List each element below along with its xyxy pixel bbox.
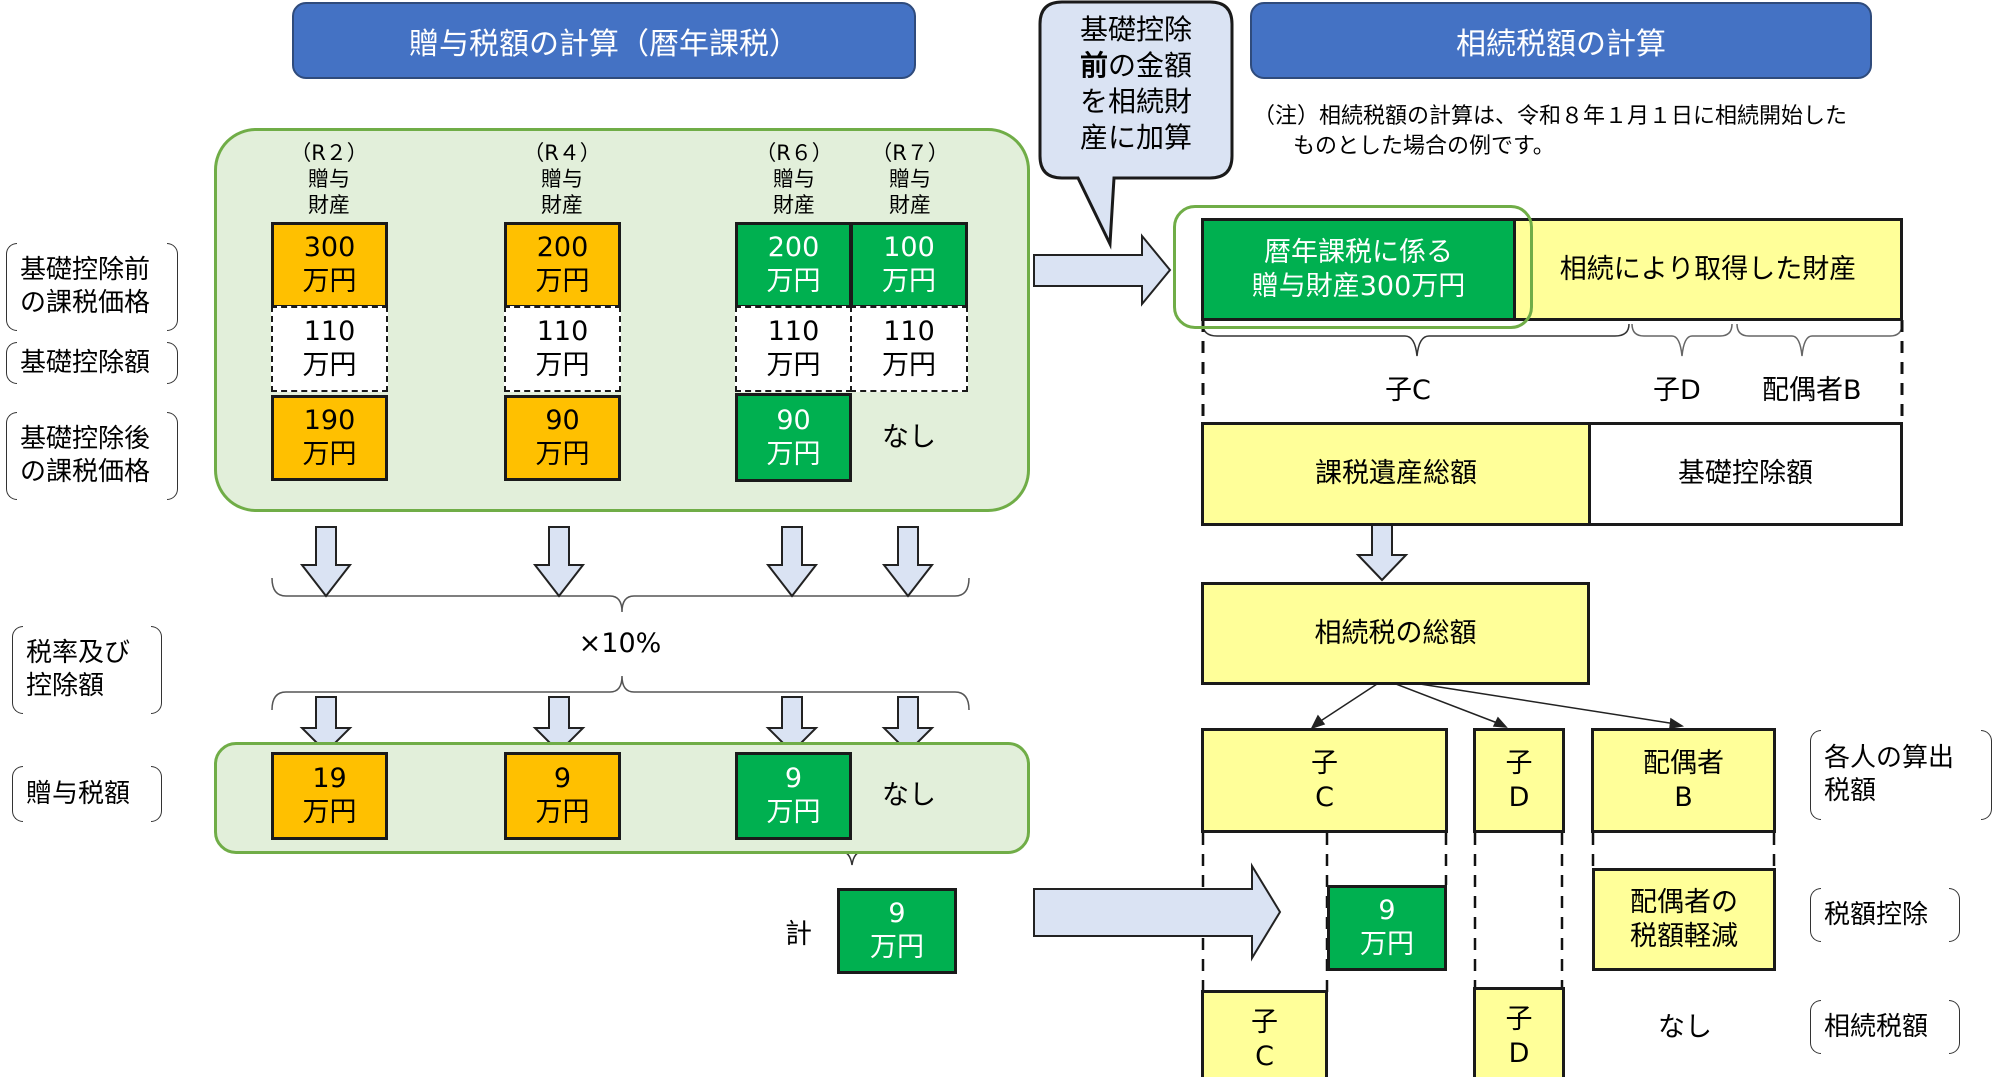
final-tax-spouse-b: なし xyxy=(1658,1012,1712,1043)
year: （R６） xyxy=(755,141,833,165)
row-label-rate: 税率及び 控除額 xyxy=(12,626,162,714)
heir-label-c: 子C xyxy=(1385,375,1431,406)
r2-after-deduction: 190 万円 xyxy=(271,395,388,481)
down-arrow xyxy=(881,526,935,598)
label: 贈与 xyxy=(541,167,583,191)
callout-line-2: 前の金額 xyxy=(1079,49,1193,82)
row-label-basic-deduction: 基礎控除額 xyxy=(6,342,178,384)
final-tax-child-d: 子 D xyxy=(1473,987,1565,1077)
label: 財産 xyxy=(541,193,583,217)
label: 財産 xyxy=(773,193,815,217)
label: 財産 xyxy=(308,193,350,217)
r6-before-deduction: 200 万円 xyxy=(735,222,852,308)
row-label-before-deduction: 基礎控除前 の課税価格 xyxy=(6,243,178,331)
r7-before-deduction: 100 万円 xyxy=(850,222,968,308)
callout-text: 基礎控除 前の金額 を相続財 産に加算 xyxy=(1042,12,1230,156)
inheritance-tax-header: 相続税額の計算 xyxy=(1250,2,1872,79)
down-arrow xyxy=(881,696,935,754)
column-header-r4: （R４） 贈与 財産 xyxy=(492,140,632,218)
computed-tax-child-d: 子 D xyxy=(1473,728,1565,833)
spouse-tax-reduction: 配偶者の 税額軽減 xyxy=(1592,868,1776,971)
down-arrow xyxy=(765,526,819,598)
down-arrow xyxy=(532,526,586,598)
down-arrow xyxy=(299,696,353,754)
tax-rate: ×10% xyxy=(578,628,662,659)
column-header-r7: （R７） 贈与 財産 xyxy=(840,140,980,218)
column-header-r6: （R６） 贈与 財産 xyxy=(724,140,864,218)
r6-basic-deduction: 110 万円 xyxy=(735,306,852,392)
computed-tax-spouse-b: 配偶者 B xyxy=(1591,728,1776,833)
r4-basic-deduction: 110 万円 xyxy=(504,306,621,392)
callout-bold: 前 xyxy=(1079,49,1108,82)
row-label-inheritance-tax: 相続税額 xyxy=(1810,1000,1960,1054)
r2-before-deduction: 300 万円 xyxy=(271,222,388,308)
down-arrow xyxy=(765,696,819,754)
year: （R４） xyxy=(523,141,601,165)
label: 贈与 xyxy=(308,167,350,191)
label: 贈与 xyxy=(889,167,931,191)
row-label-gift-tax: 贈与税額 xyxy=(12,766,162,822)
r6-after-deduction: 90 万円 xyxy=(735,393,852,482)
brace-child-d xyxy=(1631,323,1733,357)
down-arrow xyxy=(299,526,353,598)
label: 財産 xyxy=(889,193,931,217)
note-line-2: ものとした場合の例です。 xyxy=(1293,134,1555,159)
right-arrow xyxy=(1033,862,1282,962)
label: 贈与 xyxy=(773,167,815,191)
basic-deduction-box: 基礎控除額 xyxy=(1588,422,1903,526)
down-arrow xyxy=(532,696,586,754)
r7-gift-tax: なし xyxy=(882,780,936,811)
r4-before-deduction: 200 万円 xyxy=(504,222,621,308)
total-gift-tax: 9 万円 xyxy=(837,888,957,974)
gift-tax-header: 贈与税額の計算（暦年課税） xyxy=(292,2,916,79)
total-label: 計 xyxy=(785,919,812,950)
callout-line-1: 基礎控除 xyxy=(1079,13,1192,46)
brace-bottom xyxy=(271,675,970,711)
year: （R７） xyxy=(871,141,949,165)
note: （注）相続税額の計算は、令和８年１月１日に相続開始した ものとした場合の例です。 xyxy=(1253,102,1847,162)
gift-property-box: 暦年課税に係る 贈与財産300万円 xyxy=(1201,218,1516,321)
brace-top xyxy=(271,577,970,613)
r6-gift-tax: 9 万円 xyxy=(735,752,852,840)
r4-after-deduction: 90 万円 xyxy=(504,395,621,481)
r2-gift-tax: 19 万円 xyxy=(271,752,388,840)
inherited-property-box: 相続により取得した財産 xyxy=(1513,218,1903,321)
row-label-after-deduction: 基礎控除後 の課税価格 xyxy=(6,412,178,500)
r4-gift-tax: 9 万円 xyxy=(504,752,621,840)
callout-line-3: を相続財 xyxy=(1079,85,1192,118)
taxable-estate-total: 課税遺産総額 xyxy=(1201,422,1591,526)
gift-tax-credit: 9 万円 xyxy=(1327,885,1447,971)
row-label-computed-tax: 各人の算出 税額 xyxy=(1810,730,1992,820)
down-arrow xyxy=(1355,524,1409,582)
gift-property-highlight xyxy=(1173,205,1533,329)
r7-basic-deduction: 110 万円 xyxy=(850,306,968,392)
heir-label-b: 配偶者B xyxy=(1762,375,1862,406)
brace-spouse xyxy=(1736,323,1903,357)
computed-tax-child-c: 子 C xyxy=(1201,728,1448,833)
column-header-r2: （R２） 贈与 財産 xyxy=(259,140,399,218)
note-line-1: （注）相続税額の計算は、令和８年１月１日に相続開始した xyxy=(1253,104,1848,129)
r7-after-deduction: なし xyxy=(882,421,936,453)
heir-label-d: 子D xyxy=(1653,375,1701,406)
row-label-tax-credit: 税額控除 xyxy=(1810,888,1960,942)
callout-line-4: 産に加算 xyxy=(1079,121,1192,154)
r2-basic-deduction: 110 万円 xyxy=(271,306,388,392)
total-inheritance-tax: 相続税の総額 xyxy=(1201,582,1590,685)
brace-child-c xyxy=(1202,323,1630,357)
final-tax-child-c: 子 C xyxy=(1201,990,1328,1077)
year: （R２） xyxy=(290,141,368,165)
right-arrow xyxy=(1033,233,1172,307)
